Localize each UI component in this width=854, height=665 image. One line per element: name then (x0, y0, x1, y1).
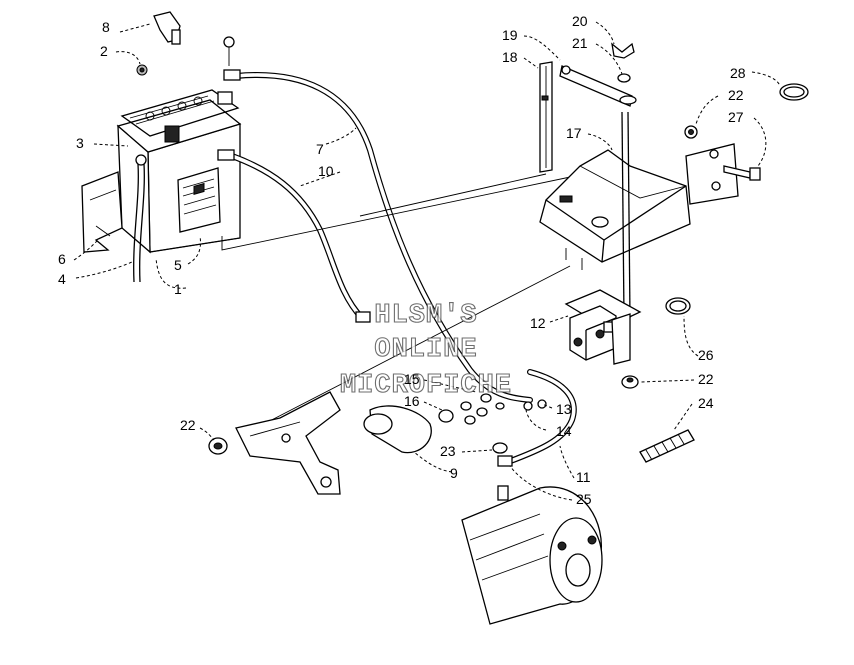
callout-24: 24 (698, 395, 714, 411)
callout-19: 19 (502, 27, 518, 43)
strap-bracket (559, 65, 637, 107)
callout-27: 27 (728, 109, 744, 125)
battery-tray (539, 143, 739, 270)
terminal-cap (153, 11, 181, 45)
callout-3: 3 (76, 135, 84, 151)
screw (723, 165, 761, 181)
callout-4: 4 (58, 271, 66, 287)
battery-bracket (81, 171, 123, 253)
callout-25: 25 (576, 491, 592, 507)
callout-9: 9 (450, 465, 458, 481)
cable-11 (497, 369, 577, 467)
callout-11: 11 (576, 469, 591, 485)
cable-10 (217, 149, 371, 323)
callout-8: 8 (102, 19, 110, 35)
starter-motor (461, 485, 603, 625)
tray-rod (621, 111, 625, 319)
watermark: HLSM'S ONLINE MICROFICHE (339, 300, 512, 401)
nut-lower-left (208, 437, 228, 455)
callout-6: 6 (58, 251, 66, 267)
wing-nut (611, 42, 635, 59)
battery (116, 89, 242, 254)
terminal-screw (223, 36, 235, 66)
snap-ring (665, 297, 691, 315)
watermark-line-3: MICROFICHE (340, 371, 512, 401)
callout-20: 20 (572, 13, 588, 29)
callout-22-upper: 22 (728, 87, 744, 103)
callout-13: 13 (556, 401, 572, 417)
callout-26: 26 (698, 347, 714, 363)
ring (779, 83, 809, 101)
mount-bracket (235, 391, 341, 495)
washer (617, 73, 631, 83)
nut-23 (492, 442, 508, 454)
callout-7: 7 (316, 141, 324, 157)
vent-tube (133, 163, 139, 283)
terminal-boot (363, 405, 432, 454)
terminal-nut (136, 64, 148, 76)
callout-5: 5 (174, 257, 182, 273)
callout-21: 21 (572, 35, 588, 51)
watermark-line-2: ONLINE (374, 335, 477, 365)
callout-22-left: 22 (180, 417, 196, 433)
callout-16: 16 (404, 393, 420, 409)
watermark-line-1: HLSM'S (374, 301, 477, 331)
callout-12: 12 (530, 315, 546, 331)
spring (639, 429, 695, 463)
callout-23: 23 (440, 443, 456, 459)
callout-22-right: 22 (698, 371, 714, 387)
hold-down-strap (539, 61, 553, 173)
callout-labels: 8 2 3 6 4 5 1 7 10 19 18 20 21 17 28 22 … (58, 13, 746, 507)
nut-lower-right (621, 375, 639, 389)
nuts-washers (438, 393, 547, 425)
solenoid (564, 289, 642, 365)
callout-10: 10 (318, 163, 334, 179)
nut-upper (684, 125, 698, 139)
callout-28: 28 (730, 65, 746, 81)
callout-18: 18 (502, 49, 518, 65)
callout-15: 15 (404, 371, 420, 387)
callout-17: 17 (566, 125, 582, 141)
leader-lines (73, 21, 781, 501)
callout-1: 1 (174, 281, 182, 297)
callout-2: 2 (100, 43, 108, 59)
callout-14: 14 (556, 423, 572, 439)
cable-7 (223, 69, 533, 403)
reference-line (221, 175, 576, 251)
